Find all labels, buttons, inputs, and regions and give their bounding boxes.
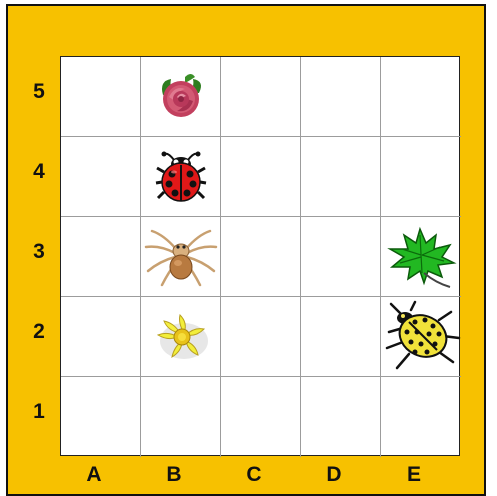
daffodil-icon[interactable] bbox=[152, 311, 210, 363]
grid-cell-d1[interactable] bbox=[301, 377, 381, 457]
board-frame: 5 4 3 2 1 A B C D E bbox=[6, 4, 486, 496]
grid-cell-b4[interactable] bbox=[141, 137, 221, 217]
yellow-ladybug-icon[interactable] bbox=[381, 302, 461, 372]
grid-cell-a4[interactable] bbox=[61, 137, 141, 217]
grid-cell-b2[interactable] bbox=[141, 297, 221, 377]
row-label-2: 2 bbox=[22, 292, 56, 372]
grid-cell-e3[interactable] bbox=[381, 217, 461, 297]
grid-cell-e4[interactable] bbox=[381, 137, 461, 217]
column-label-d: D bbox=[294, 460, 374, 490]
grid-cell-d4[interactable] bbox=[301, 137, 381, 217]
rose-icon[interactable] bbox=[155, 71, 207, 123]
grid-cell-a5[interactable] bbox=[61, 57, 141, 137]
grid-cell-c5[interactable] bbox=[221, 57, 301, 137]
maple-leaf-icon[interactable] bbox=[384, 225, 458, 289]
grid-cell-d3[interactable] bbox=[301, 217, 381, 297]
column-label-a: A bbox=[54, 460, 134, 490]
row-label-5: 5 bbox=[22, 52, 56, 132]
grid-cell-c2[interactable] bbox=[221, 297, 301, 377]
grid-cell-c1[interactable] bbox=[221, 377, 301, 457]
column-label-b: B bbox=[134, 460, 214, 490]
grid-cell-a1[interactable] bbox=[61, 377, 141, 457]
grid-cell-e1[interactable] bbox=[381, 377, 461, 457]
grid-cell-d2[interactable] bbox=[301, 297, 381, 377]
grid-cell-a2[interactable] bbox=[61, 297, 141, 377]
grid-cell-c3[interactable] bbox=[221, 217, 301, 297]
grid-cell-c4[interactable] bbox=[221, 137, 301, 217]
grid-cell-a3[interactable] bbox=[61, 217, 141, 297]
grid-cell-b1[interactable] bbox=[141, 377, 221, 457]
column-label-e: E bbox=[374, 460, 454, 490]
grid-cell-e2[interactable] bbox=[381, 297, 461, 377]
spider-icon[interactable] bbox=[142, 227, 220, 287]
grid-cell-b5[interactable] bbox=[141, 57, 221, 137]
game-grid bbox=[60, 56, 460, 456]
row-label-3: 3 bbox=[22, 212, 56, 292]
ladybug-icon[interactable] bbox=[156, 150, 206, 204]
grid-cell-e5[interactable] bbox=[381, 57, 461, 137]
row-label-1: 1 bbox=[22, 372, 56, 452]
row-label-4: 4 bbox=[22, 132, 56, 212]
grid-cell-b3[interactable] bbox=[141, 217, 221, 297]
column-label-c: C bbox=[214, 460, 294, 490]
grid-cell-d5[interactable] bbox=[301, 57, 381, 137]
